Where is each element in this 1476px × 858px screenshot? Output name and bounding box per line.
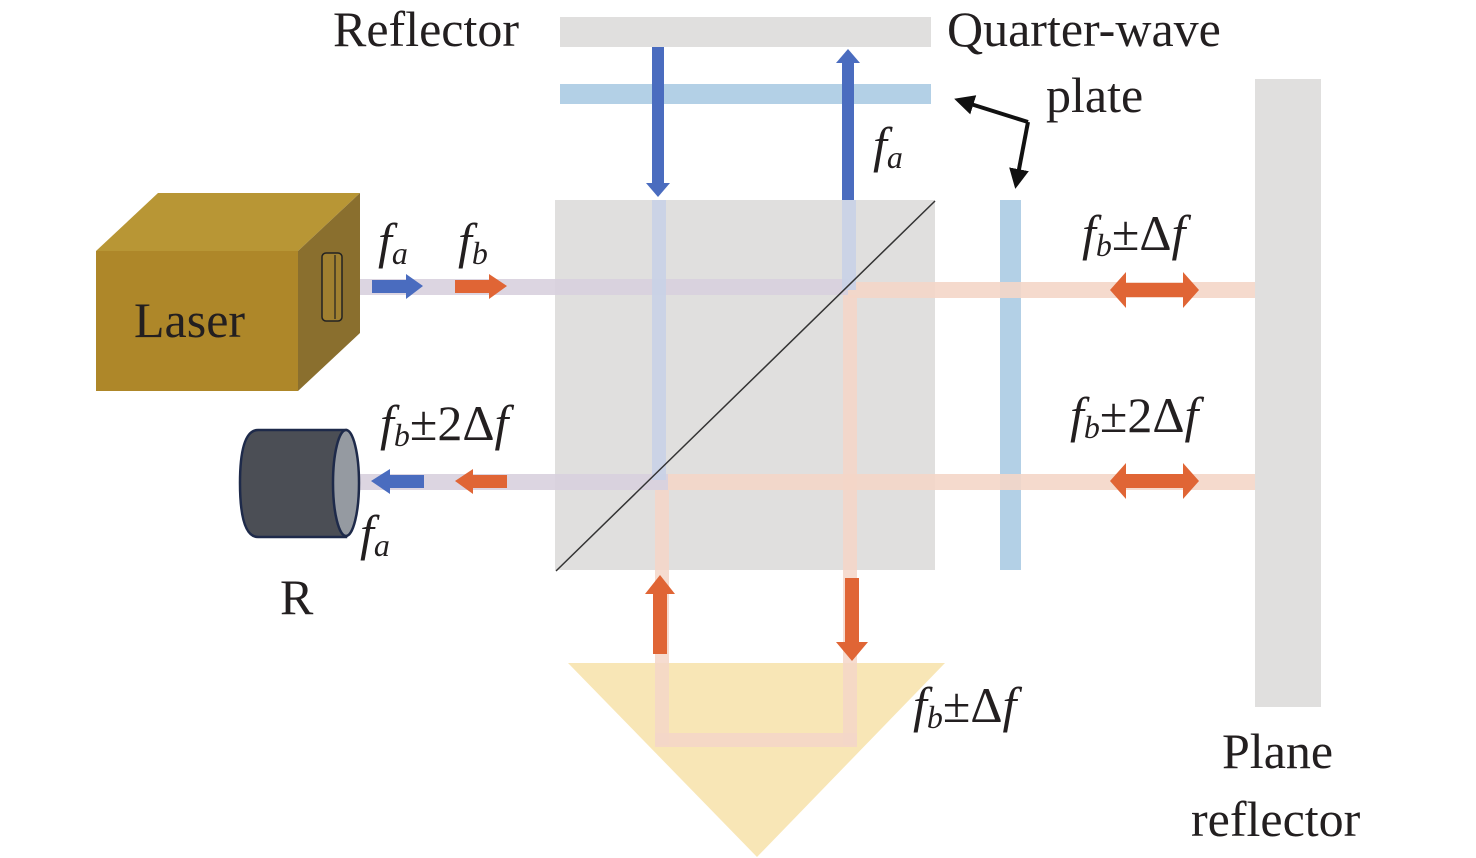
annotation-ref-arm-fa: fa	[873, 117, 903, 175]
quarter-wave-label-line1: Quarter-wave	[947, 1, 1221, 57]
annotation-laser-fb: fb	[458, 213, 488, 271]
laser-front-face	[96, 251, 298, 391]
arrow-down-orange	[836, 642, 868, 661]
arrow-left-blue	[371, 469, 390, 494]
arrow-up-orange	[645, 575, 675, 594]
reference-arm-arrows	[646, 47, 860, 200]
double-arrow-upper	[1110, 272, 1199, 308]
beam-prism-horizontal	[655, 733, 857, 747]
plane-reflector-label-line1: Plane	[1222, 723, 1333, 779]
quarter-wave-plate-horizontal	[560, 84, 931, 104]
beam-lower-mixed	[348, 474, 668, 490]
detector-input-arrows	[371, 469, 507, 494]
beam-lower-orange	[668, 474, 1255, 490]
detector-face	[331, 428, 361, 538]
laser-top-face	[96, 193, 360, 251]
arrow-right-orange	[489, 274, 507, 299]
arrow-left-orange	[455, 469, 473, 494]
reflector-label: Reflector	[333, 1, 519, 57]
annotation-meas-lower: fb±2Δf	[1070, 387, 1205, 445]
arrow-up-blue	[836, 49, 860, 63]
detector-label: R	[280, 569, 314, 625]
annotation-laser-fa: fa	[378, 213, 408, 271]
plane-reflector-label-line2: reflector	[1191, 791, 1361, 847]
plane-reflector	[1255, 79, 1321, 707]
annotation-prism-fb: fb±Δf	[913, 677, 1023, 735]
arrow-down-blue	[646, 183, 670, 197]
arrow-right-blue	[406, 274, 423, 299]
annotation-detector-fa: fa	[360, 505, 390, 563]
laser-label: Laser	[134, 292, 245, 348]
corner-cube-prism	[568, 663, 945, 857]
beam-vert-right-blue	[842, 200, 856, 290]
quarter-wave-plate-vertical	[1000, 200, 1021, 570]
prism-arm-arrows	[645, 575, 868, 661]
quarter-wave-pointer	[954, 95, 1030, 189]
top-reflector	[560, 17, 931, 47]
beam-splitter-cube	[555, 200, 935, 570]
annotation-detector-fb: fb±2Δf	[380, 395, 515, 453]
beam-upper-mixed	[348, 279, 848, 295]
laser-aperture	[321, 252, 343, 322]
laser-source	[96, 193, 360, 391]
measurement-double-arrows	[1110, 272, 1199, 499]
annotation-meas-upper: fb±Δf	[1082, 205, 1192, 263]
quarter-wave-label-line2: plate	[1046, 67, 1143, 123]
detector-r	[238, 428, 361, 539]
beam-vert-right-orange	[843, 295, 857, 745]
beam-vert-left-blue	[652, 200, 666, 480]
double-arrow-lower	[1110, 463, 1199, 499]
beam-splitter-diagonal	[555, 200, 936, 572]
laser-output-arrows	[372, 274, 507, 299]
